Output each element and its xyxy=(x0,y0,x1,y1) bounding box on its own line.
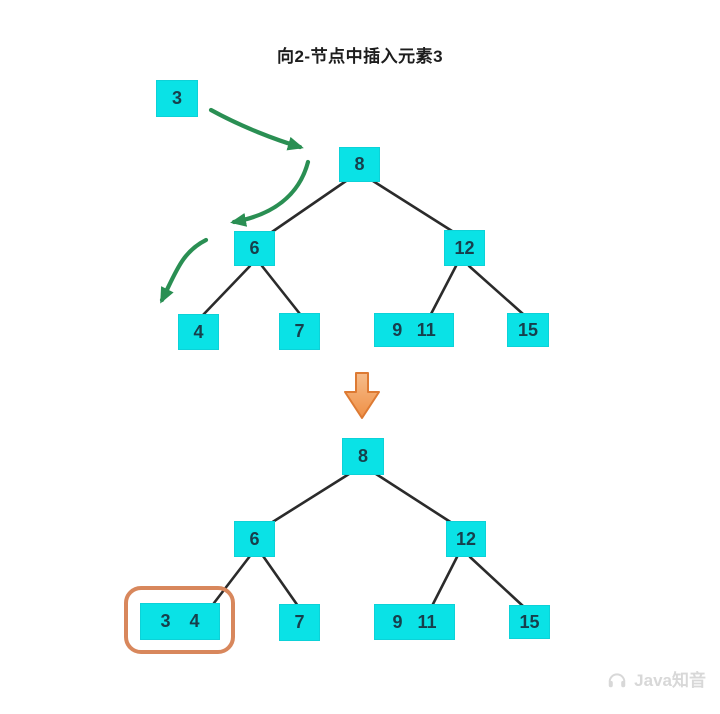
tree-edge xyxy=(371,179,454,233)
node-value: 9 xyxy=(392,319,403,340)
node-value: 8 xyxy=(354,154,365,174)
insert-step-arrow-2-icon xyxy=(230,159,311,227)
before-leaf-15: 15 xyxy=(507,313,549,347)
before-node-root: 8 xyxy=(339,147,380,182)
node-value: 4 xyxy=(193,321,204,342)
tree-edge xyxy=(201,264,252,317)
node-value: 3 xyxy=(160,611,171,631)
headphones-icon xyxy=(608,672,626,687)
node-value: 6 xyxy=(249,238,260,258)
tree-edge xyxy=(468,555,526,609)
before-insert-node: 3 xyxy=(156,80,198,117)
before-leaf-9-11: 9 11 xyxy=(374,313,454,347)
node-value: 11 xyxy=(417,611,437,632)
node-value: 3 xyxy=(171,88,182,108)
watermark: Java知音 xyxy=(606,666,706,691)
node-value: 15 xyxy=(517,319,539,340)
node-value: 9 xyxy=(392,611,403,632)
before-leaf-7: 7 xyxy=(279,313,320,350)
watermark-text: Java知音 xyxy=(634,671,706,690)
tree-edge xyxy=(260,264,302,316)
node-value: 4 xyxy=(189,611,200,631)
highlight-outline xyxy=(124,586,235,654)
before-node-right: 12 xyxy=(444,230,485,266)
insert-step-arrow-1-icon xyxy=(208,107,304,151)
after-leaf-9-11: 9 11 xyxy=(374,604,455,640)
transform-down-arrow-icon xyxy=(344,372,380,419)
after-leaf-7: 7 xyxy=(279,604,320,641)
tree-edge xyxy=(374,472,454,525)
before-leaf-4: 4 xyxy=(178,314,219,350)
node-value: 7 xyxy=(294,612,305,632)
node-value: 11 xyxy=(416,319,436,340)
after-leaf-3-4: 3 4 xyxy=(140,603,220,640)
tree-edge xyxy=(269,472,351,525)
node-value: 12 xyxy=(455,528,477,549)
tree-edge xyxy=(212,554,252,605)
tree-edge xyxy=(467,264,525,316)
node-value: 12 xyxy=(454,237,475,258)
tree-edge xyxy=(261,554,300,608)
node-value: 7 xyxy=(294,321,305,341)
after-node-left: 6 xyxy=(234,521,275,557)
after-node-right: 12 xyxy=(446,521,486,557)
tree-edge xyxy=(430,555,459,608)
node-value: 8 xyxy=(357,446,368,466)
before-node-left: 6 xyxy=(234,231,275,266)
tree-edge xyxy=(429,264,458,316)
node-value: 15 xyxy=(519,611,540,632)
diagram-title: 向2-节点中插入元素3 xyxy=(276,47,444,66)
node-value: 6 xyxy=(249,528,260,549)
after-leaf-15: 15 xyxy=(509,605,550,639)
after-node-root: 8 xyxy=(342,438,384,475)
tree-edge xyxy=(267,179,348,236)
insert-step-arrow-3-icon xyxy=(159,237,209,304)
